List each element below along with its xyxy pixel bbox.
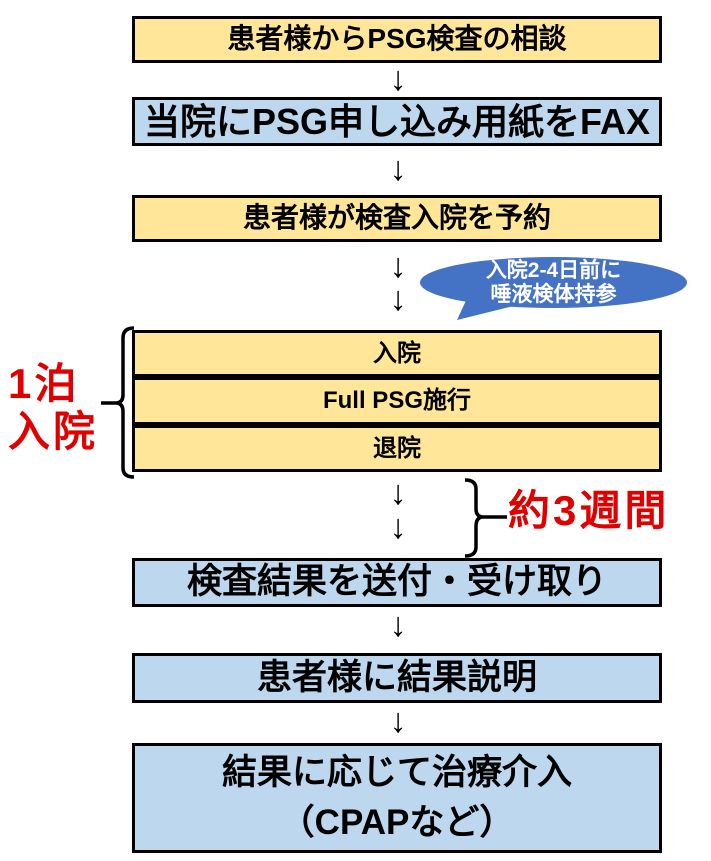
step-results-sent-box: 検査結果を送付・受け取り <box>132 558 662 607</box>
arrow-down-icon-5: ↓ <box>389 474 407 512</box>
arrow-down-icon-3: ↓ <box>389 247 407 285</box>
arrow-down-icon-4: ↓ <box>389 280 407 318</box>
arrow-down-icon-7: ↓ <box>389 606 407 644</box>
step-admission-box: 入院 <box>132 330 662 377</box>
step-treatment-line2: （CPAPなど） <box>279 803 515 842</box>
duration-label: 約3週間 <box>508 487 670 534</box>
step-reserve-label: 患者様が検査入院を予約 <box>242 202 551 234</box>
step-fax-label: 当院にPSG申し込み用紙をFAX <box>143 100 651 142</box>
step-discharge-box: 退院 <box>132 425 662 472</box>
step-treatment-line1: 結果に応じて治療介入 <box>221 753 572 792</box>
step-fullpsg-label: Full PSG施行 <box>322 387 471 415</box>
step-discharge-label: 退院 <box>373 434 421 462</box>
step-fullpsg-box: Full PSG施行 <box>132 377 662 425</box>
saliva-callout-bubble: 入院2-4日前に 唾液検体持参 <box>420 257 687 308</box>
step-explain-results-label: 患者様に結果説明 <box>256 657 537 697</box>
overnight-stay-label: 1泊 入院 <box>8 360 118 456</box>
step-fax-box: 当院にPSG申し込み用紙をFAX <box>132 97 662 146</box>
arrow-down-icon-8: ↓ <box>389 702 407 740</box>
overnight-brace <box>101 326 135 479</box>
arrow-down-icon-6: ↓ <box>389 508 407 546</box>
step-consult-box: 患者様からPSG検査の相談 <box>132 16 662 63</box>
overnight-stay-line2: 入院 <box>8 408 99 455</box>
step-reserve-box: 患者様が検査入院を予約 <box>132 195 662 242</box>
saliva-callout-line2: 唾液検体持参 <box>490 282 617 306</box>
arrow-down-icon-2: ↓ <box>389 150 407 188</box>
overnight-stay-line1: 1泊 <box>8 360 80 407</box>
step-explain-results-box: 患者様に結果説明 <box>132 653 662 703</box>
step-admission-label: 入院 <box>373 339 421 367</box>
step-treatment-box: 結果に応じて治療介入 （CPAPなど） <box>132 743 662 853</box>
duration-brace <box>464 478 507 558</box>
saliva-callout-line1: 入院2-4日前に <box>485 258 622 282</box>
step-results-sent-label: 検査結果を送付・受け取り <box>186 562 607 602</box>
arrow-down-icon-1: ↓ <box>389 60 407 98</box>
step-consult-label: 患者様からPSG検査の相談 <box>227 23 567 55</box>
